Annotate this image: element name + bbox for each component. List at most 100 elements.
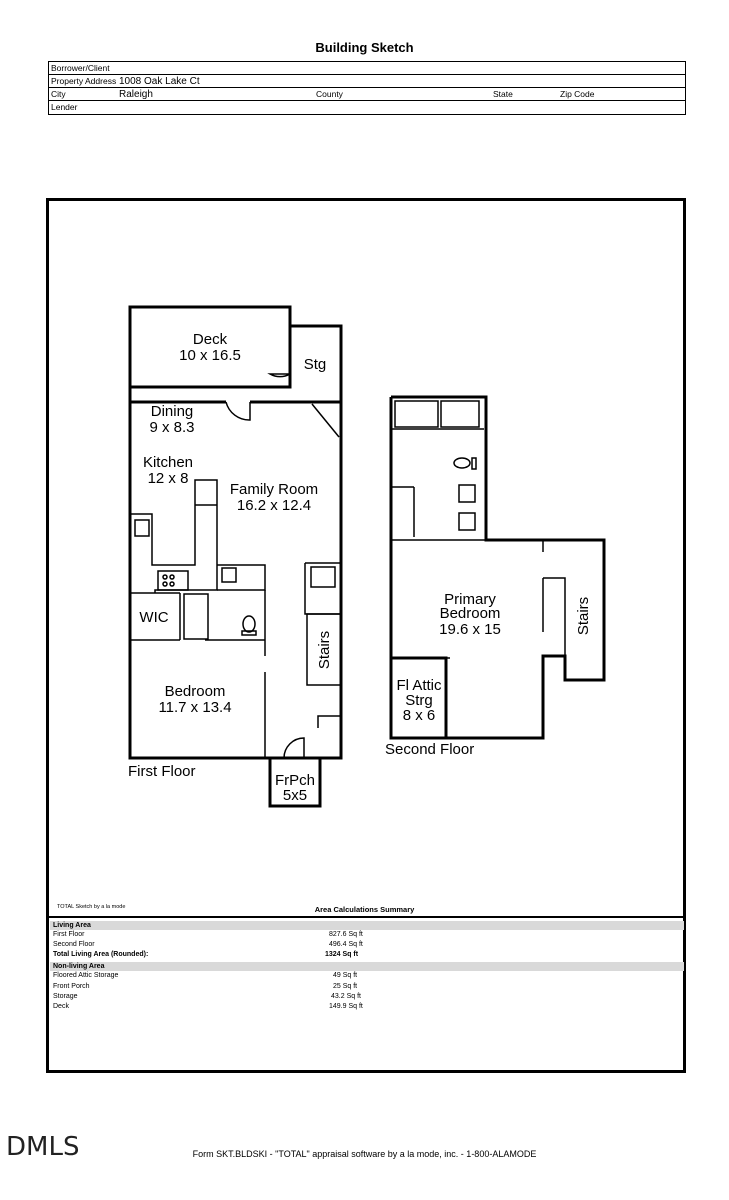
lender-row: Lender [49,101,685,114]
property-info-box: Borrower/Client Property Address 1008 Oa… [48,61,686,115]
toilet-tank-icon [241,630,257,636]
bath-sink-icon [221,567,237,583]
first-floor-area-label: First Floor [53,931,85,938]
deck-name: Deck [193,331,228,348]
front-door [283,737,305,759]
stairs-box [306,613,342,686]
software-label: TOTAL Sketch by a la mode [57,904,126,910]
stairs-label-first: Stairs [316,631,333,669]
living-header-band [50,921,684,930]
attic-area-label: Floored Attic Storage [53,972,119,979]
total-area-label: Total Living Area (Rounded): [53,951,149,958]
slider-line [311,403,340,438]
burner-icon [169,574,175,580]
attic-name-2: Strg [405,692,433,709]
burner-icon [162,574,168,580]
first-floor-label: First Floor [128,763,196,780]
porch-area-label: Front Porch [53,983,90,990]
property-address-label: Property Address [51,76,117,86]
stairs-label-second: Stairs [575,597,592,635]
toilet-tank-icon [471,457,477,470]
state-label: State [493,89,513,99]
bath-vanity-wall [217,564,266,591]
floor-labels: First Floor Second Floor [128,741,474,780]
primary-name-2: Bedroom [440,605,501,622]
page-title: Building Sketch [315,40,414,55]
city-label: City [51,89,66,99]
dining-name: Dining [151,403,194,420]
second-floor-interior [391,400,566,690]
kitchen-dim: 12 x 8 [148,470,189,487]
summary-divider [48,916,684,918]
stairs-wall [543,577,566,656]
attic-name-1: Fl Attic [396,677,442,694]
frpch-dim: 5x5 [283,787,307,804]
nonliving-header: Non-living Area [53,963,105,970]
primary-dim: 19.6 x 15 [439,621,501,638]
toilet-icon [242,615,256,633]
address-row: Property Address 1008 Oak Lake Ct [49,75,685,88]
kitchen-sink-icon [134,519,150,537]
sink-icon [458,512,476,531]
borrower-row: Borrower/Client [49,62,685,75]
attic-area-value: 49 Sq ft [333,972,358,979]
storage-area-value: 43.2 Sq ft [331,993,361,1000]
second-floor-label: Second Floor [385,741,474,758]
bedroom-dim: 11.7 x 13.4 [158,699,231,716]
dmls-logo: DMLS [6,1132,80,1162]
second-floor-area-label: Second Floor [53,941,95,948]
attic-outline [389,658,446,740]
summary-title: Area Calculations Summary [314,905,415,914]
deck-outline [128,305,292,389]
attic-dim: 8 x 6 [403,707,436,724]
kitchen-name: Kitchen [143,454,193,471]
sketch-frame [46,198,686,1073]
storage-door [267,373,291,378]
wic-label: WIC [139,609,168,626]
main-outline [128,387,343,760]
first-floor-area-value: 827.6 Sq ft [329,931,363,938]
deck-area-value: 149.9 Sq ft [329,1003,363,1010]
nonliving-header-band [50,962,684,971]
form-footer: Form SKT.BLDSKI - "TOTAL" appraisal soft… [0,1149,729,1159]
porch-area-value: 25 Sq ft [333,983,358,990]
first-floor-walls [128,305,343,808]
washer-icon [310,566,336,588]
total-area-value: 1324 Sq ft [325,951,359,958]
stg-label: Stg [304,356,327,373]
lender-label: Lender [51,102,78,112]
form-footer-text: Form SKT.BLDSKI - "TOTAL" appraisal soft… [192,1149,537,1159]
tub-icon [394,400,439,428]
first-floor-interior [130,373,342,759]
sink-icon [458,484,476,503]
frpch-name: FrPch [275,772,315,789]
range-icon [157,570,189,591]
storage-outline [290,324,343,402]
zip-label: Zip Code [560,89,595,99]
storage-area-label: Storage [53,993,78,1000]
burner-icon [162,581,168,587]
county-label: County [316,89,343,99]
family-name: Family Room [230,481,318,498]
dining-door [225,401,251,421]
bedroom-name: Bedroom [165,683,226,700]
primary-name-1: Primary [444,591,496,608]
family-dim: 16.2 x 12.4 [237,497,311,514]
deck-dim: 10 x 16.5 [179,347,241,364]
city-value: Raleigh [119,89,153,100]
toilet-icon [453,457,471,469]
property-address-value: 1008 Oak Lake Ct [119,76,200,87]
bathtub-icon [183,593,209,640]
room-labels: Deck 10 x 16.5 Stg Dining 9 x 8.3 Kitche… [139,331,592,804]
burner-icon [169,581,175,587]
living-header: Living Area [53,922,91,929]
shower-icon [440,400,480,428]
dining-dim: 9 x 8.3 [149,419,194,436]
borrower-label: Borrower/Client [51,63,110,73]
porch-outline [268,758,322,808]
city-row: City Raleigh County State Zip Code [49,88,685,101]
closet-wall [317,715,341,728]
deck-area-label: Deck [53,1003,69,1010]
second-floor-area-value: 496.4 Sq ft [329,941,363,948]
